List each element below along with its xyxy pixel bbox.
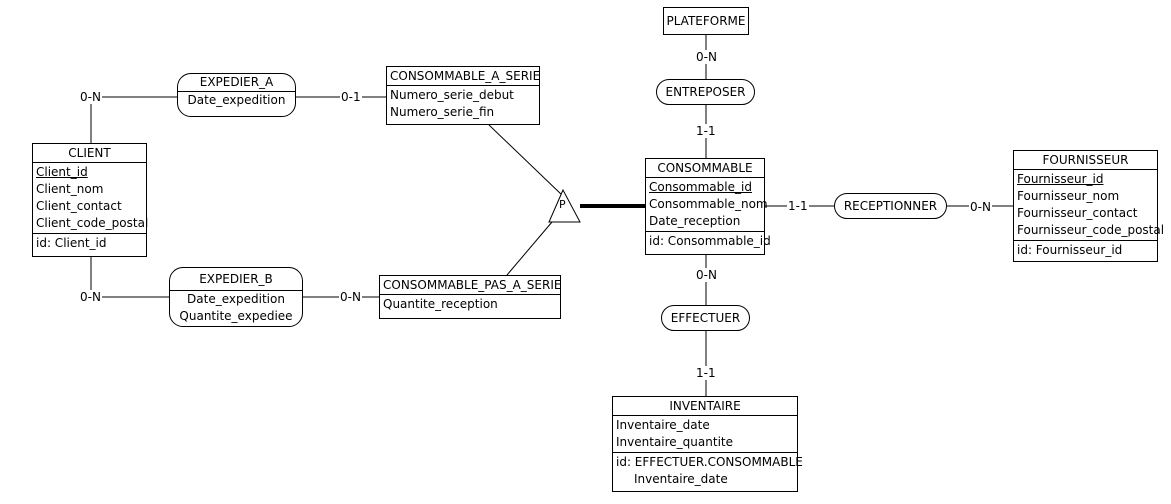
entity-identifier: id: Fournisseur_id bbox=[1014, 240, 1157, 260]
association-attribute: Date_expedition bbox=[187, 93, 286, 107]
entity-attribute: Client_contact bbox=[36, 199, 122, 213]
partition-triangle bbox=[548, 188, 581, 223]
association-receptionner[interactable]: RECEPTIONNER bbox=[834, 193, 947, 219]
association-title: EFFECTUER bbox=[670, 311, 741, 325]
cardinality-label: 0-1 bbox=[340, 90, 362, 104]
entity-title: CONSOMMABLE_A_SERIE bbox=[387, 67, 540, 86]
entity-title: CONSOMMABLE_PAS_A_SERIE bbox=[380, 276, 561, 295]
cardinality-label: 1-1 bbox=[695, 124, 717, 138]
association-expedier-b[interactable]: EXPEDIER_B Date_expedition Quantite_expe… bbox=[169, 267, 303, 327]
association-expedier-a[interactable]: EXPEDIER_A Date_expedition bbox=[177, 73, 296, 117]
association-title: ENTREPOSER bbox=[665, 85, 746, 99]
entity-fournisseur[interactable]: FOURNISSEUR Fournisseur_id Fournisseur_n… bbox=[1013, 150, 1165, 262]
cardinality-label: 0-N bbox=[969, 200, 992, 214]
cardinality-label: 0-N bbox=[695, 50, 718, 64]
entity-attribute: Fournisseur_contact bbox=[1017, 206, 1138, 220]
entity-client[interactable]: CLIENT Client_id Client_nom Client_conta… bbox=[32, 143, 149, 257]
entity-identifier: id: Consommable_id bbox=[646, 231, 771, 251]
association-title: RECEPTIONNER bbox=[843, 199, 938, 213]
entity-attribute: Client_id bbox=[36, 165, 88, 179]
entity-plateforme[interactable]: PLATEFORME bbox=[663, 7, 749, 35]
entity-identifier: id: Client_id bbox=[33, 233, 146, 253]
entity-title: INVENTAIRE bbox=[613, 397, 797, 416]
entity-attribute: Numero_serie_fin bbox=[390, 105, 495, 119]
entity-identifier-part: Inventaire_date bbox=[634, 472, 728, 486]
cardinality-label: 0-N bbox=[339, 290, 362, 304]
entity-attribute: Inventaire_date bbox=[616, 418, 710, 432]
entity-attribute: Fournisseur_nom bbox=[1017, 189, 1120, 203]
association-title: EXPEDIER_A bbox=[178, 74, 295, 92]
entity-attribute: Fournisseur_code_postal bbox=[1017, 223, 1165, 237]
line-pas-serie-partition bbox=[506, 221, 553, 276]
cardinality-label: 1-1 bbox=[695, 366, 717, 380]
association-entreposer[interactable]: ENTREPOSER bbox=[656, 79, 755, 105]
partition-label: P bbox=[559, 198, 566, 211]
entity-attribute: Client_nom bbox=[36, 182, 104, 196]
entity-attribute: Date_reception bbox=[649, 214, 741, 228]
entity-title: PLATEFORME bbox=[666, 14, 746, 28]
association-effectuer[interactable]: EFFECTUER bbox=[661, 305, 750, 331]
cardinality-label: 0-N bbox=[695, 268, 718, 282]
entity-identifier: id: EFFECTUER.CONSOMMABLE bbox=[616, 455, 803, 469]
association-attribute: Date_expedition bbox=[187, 292, 285, 306]
association-attribute: Quantite_expediee bbox=[179, 309, 293, 323]
cardinality-label: 1-1 bbox=[787, 199, 809, 213]
entity-consommable-a-serie[interactable]: CONSOMMABLE_A_SERIE Numero_serie_debut N… bbox=[386, 66, 540, 125]
entity-attribute: Consommable_nom bbox=[649, 197, 768, 211]
entity-consommable[interactable]: CONSOMMABLE Consommable_id Consommable_n… bbox=[645, 158, 771, 255]
entity-attribute: Consommable_id bbox=[649, 180, 752, 194]
line-serie-partition bbox=[488, 124, 564, 197]
cardinality-label: 0-N bbox=[79, 90, 102, 104]
entity-title: CONSOMMABLE bbox=[646, 159, 764, 178]
entity-attribute: Client_code_postal bbox=[36, 216, 149, 230]
entity-attribute: Fournisseur_id bbox=[1017, 172, 1104, 186]
entity-title: CLIENT bbox=[33, 144, 146, 163]
cardinality-label: 0-N bbox=[79, 290, 102, 304]
entity-title: FOURNISSEUR bbox=[1014, 151, 1157, 170]
entity-attribute: Quantite_reception bbox=[383, 297, 498, 311]
entity-attribute: Numero_serie_debut bbox=[390, 88, 514, 102]
entity-inventaire[interactable]: INVENTAIRE Inventaire_date Inventaire_qu… bbox=[612, 396, 803, 492]
entity-consommable-pas-a-serie[interactable]: CONSOMMABLE_PAS_A_SERIE Quantite_recepti… bbox=[379, 275, 561, 319]
entity-attribute: Inventaire_quantite bbox=[616, 435, 733, 449]
association-title: EXPEDIER_B bbox=[170, 268, 302, 291]
